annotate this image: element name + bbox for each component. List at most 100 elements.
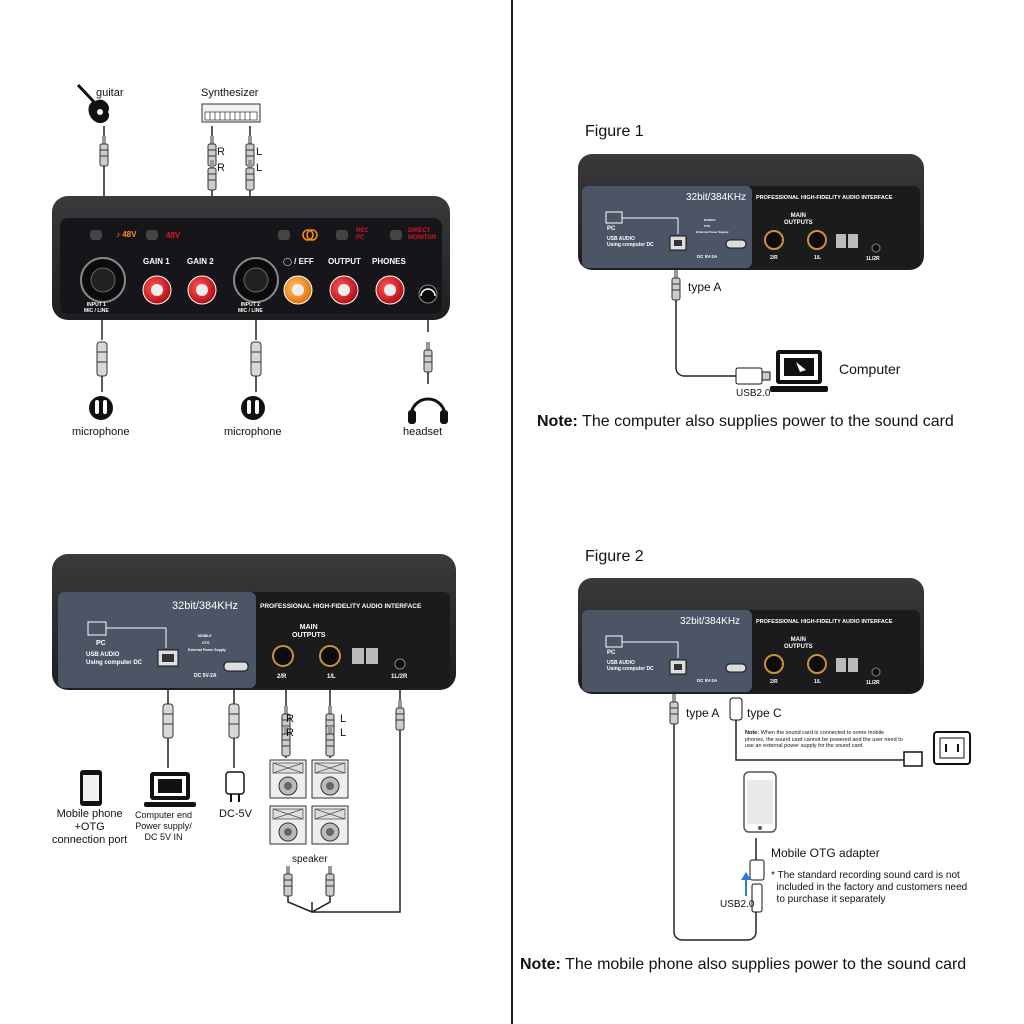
input2-label: INPUT 2 MIC / LINE (238, 302, 263, 314)
fig1-external-power: External Power Supply (696, 230, 729, 234)
fig1-type-a: type A (688, 280, 722, 294)
phones-label: PHONES (372, 257, 406, 266)
smartphone-icon (743, 771, 777, 833)
fig1-out-1l: 1/L (814, 255, 822, 261)
fig1-note: Note: The computer also supplies power t… (537, 413, 954, 430)
fig2-pc-label: PC (607, 650, 616, 656)
fig1-otg: OTG (704, 224, 711, 228)
output-label: OUTPUT (328, 257, 361, 266)
fig2-small-note: Note: When the sound card is connected t… (745, 730, 903, 749)
guitar-label: guitar (96, 87, 124, 99)
fig2-usb20: USB2.0 (720, 899, 755, 910)
rear-panel-device-bottom-left (52, 554, 456, 690)
fig2-note: Note: The mobile phone also supplies pow… (520, 956, 967, 973)
fig1-out-1l2r: 1L/2R (866, 256, 880, 262)
fig2-panel-title: PROFESSIONAL HIGH-FIDELITY AUDIO INTERFA… (756, 619, 893, 625)
fig1-out-2r: 2/R (770, 255, 778, 261)
fig2-cables (673, 720, 904, 941)
otg-adapter-icon (741, 859, 765, 913)
center-divider (511, 0, 513, 1024)
input1-label: INPUT 1 MIC / LINE (84, 302, 109, 314)
fig1-mobile: MOBILE (704, 218, 716, 222)
bl-out-1l: 1/L (327, 674, 336, 680)
plug-label-r2: R (217, 162, 225, 174)
headset-label: headset (403, 426, 443, 438)
speaker-icons (269, 759, 349, 845)
bl-computer-label: Computer end Power supply/ DC 5V IN (135, 810, 193, 842)
fig1-panel-title: PROFESSIONAL HIGH-FIDELITY AUDIO INTERFA… (756, 195, 893, 201)
microphone-label-2: microphone (224, 426, 282, 438)
bl-out-2r: 2/R (277, 674, 287, 680)
eff-label: ◯ / EFF (283, 257, 314, 266)
bl-out-1l2r: 1L/2R (391, 674, 408, 680)
plug-label-l1: L (256, 146, 263, 158)
computer-icon-bottom-left (144, 772, 196, 807)
type-c-plug (729, 697, 743, 721)
front-48v-label: 48V (166, 231, 181, 240)
bl-dc-label: DC 5V-2A (194, 673, 217, 679)
plug-label-l2: L (256, 162, 263, 174)
rear-panel-device-fig1 (578, 154, 924, 270)
bottom-left-cables (167, 690, 401, 913)
microphone-icon-2 (241, 396, 265, 420)
microphone-icon-1 (89, 396, 113, 420)
fig1-usb20: USB2.0 (736, 388, 771, 399)
front-rec-pc-label: REC PC (356, 228, 369, 241)
computer-icon-fig1 (770, 350, 828, 392)
fig1-usb-audio: USB AUDIO (607, 236, 635, 242)
fig2-type-a: type A (686, 706, 720, 720)
fig2-mobile-otg-label: Mobile OTG adapter (771, 846, 880, 860)
bl-plug-l1: L (340, 713, 347, 725)
rear-panel-device-fig2 (578, 578, 924, 694)
synthesizer-label: Synthesizer (201, 87, 259, 99)
fig1-panel-title-big: 32bit/384KHz (686, 192, 747, 203)
fig1-computer-label: Computer (839, 361, 901, 377)
fig2-usb-audio: USB AUDIO (607, 660, 635, 666)
bl-dc5v-label: DC-5V (219, 808, 253, 820)
bl-external-power: External Power Supply (188, 648, 226, 652)
bl-panel-title: PROFESSIONAL HIGH-FIDELITY AUDIO INTERFA… (260, 603, 422, 610)
gain1-label: GAIN 1 (143, 257, 170, 266)
front-panel-device (52, 196, 450, 320)
dc-adapter-icon (225, 771, 245, 802)
front-direct-monitor-label: DIRECT MONITOR (408, 228, 437, 241)
bl-plug-r2: R (286, 727, 294, 739)
fig2-panel-title-big: 32bit/384KHz (680, 616, 741, 627)
fig2-dc-label: DC 5V-2A (697, 678, 718, 683)
bl-speaker-label: speaker (292, 854, 328, 865)
bl-plug-r1: R (286, 713, 294, 725)
fig2-otg-note: * The standard recording sound card is n… (771, 870, 968, 905)
fig2-type-c: type C (747, 706, 782, 720)
bl-plug-l2: L (340, 727, 347, 739)
headset-icon (408, 397, 448, 424)
usb-plug-fig1 (735, 367, 771, 385)
fig2-out-2r: 2/R (770, 679, 778, 685)
figure1-title: Figure 1 (585, 123, 644, 140)
fig1-pc-label: PC (607, 226, 616, 232)
bl-using-dc: Using computer DC (86, 660, 143, 666)
fig2-out-1l2r: 1L/2R (866, 680, 880, 686)
figure2-title: Figure 2 (585, 548, 644, 565)
mobile-phone-icon (80, 770, 102, 806)
fig2-main-outputs: MAIN OUTPUTS (784, 637, 813, 650)
bl-otg: OTG (202, 641, 210, 645)
bl-usb-audio: USB AUDIO (86, 652, 120, 658)
plug-label-r1: R (217, 146, 225, 158)
bl-mobile: MOBILE (198, 634, 212, 638)
gain2-label: GAIN 2 (187, 257, 214, 266)
bl-mobile-label: Mobile phone +OTG connection port (52, 808, 128, 846)
fig2-using-dc: Using computer DC (607, 666, 654, 672)
synthesizer-icon (201, 103, 261, 123)
fig2-out-1l: 1/L (814, 679, 822, 685)
fig1-cable (675, 296, 736, 377)
bl-panel-title-big: 32bit/384KHz (172, 600, 239, 612)
microphone-label-1: microphone (72, 426, 130, 438)
front-logo-icon: ♪ 48V (116, 230, 137, 239)
bl-pc-label: PC (96, 640, 106, 647)
fig1-using-dc: Using computer DC (607, 242, 654, 248)
fig1-dc-label: DC 5V-2A (697, 254, 718, 259)
power-plug-icon (903, 731, 971, 767)
fig1-main-outputs: MAIN OUTPUTS (784, 213, 813, 226)
bl-main-outputs: MAIN OUTPUTS (292, 624, 326, 639)
